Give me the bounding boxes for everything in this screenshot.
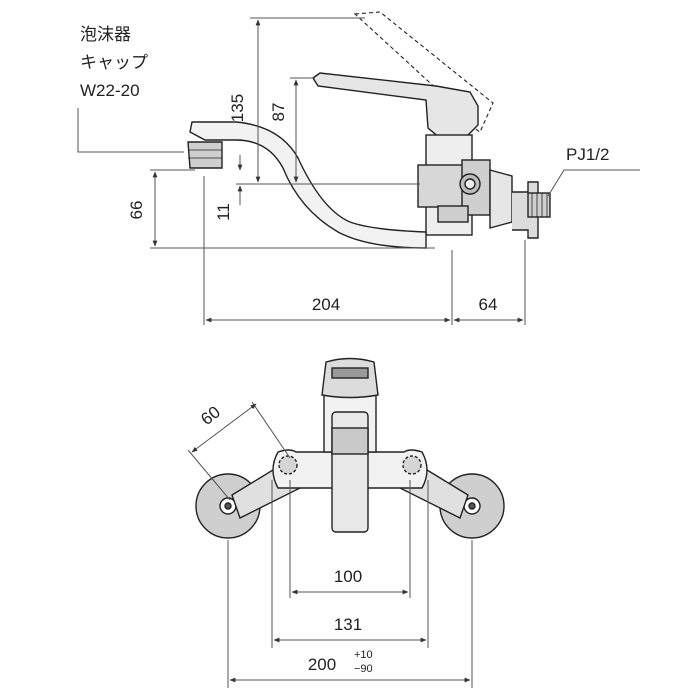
dim-87: 87 [269, 103, 288, 122]
front-dimensions [187, 401, 473, 688]
cap-label-line1: 泡沫器 [80, 25, 131, 44]
front-view [195, 357, 505, 539]
cap-label-line3: W22-20 [80, 81, 140, 100]
aerator [187, 141, 223, 169]
cap-label-line2: キャップ [80, 53, 148, 72]
lever-handle [312, 72, 479, 139]
dim-131: 131 [334, 615, 362, 634]
dim-135: 135 [228, 94, 247, 122]
dim-11: 11 [214, 203, 233, 221]
spout [189, 121, 427, 249]
dim-64: 64 [479, 295, 498, 314]
dim-204: 204 [312, 295, 340, 314]
tolerance-plus: +10 [354, 649, 373, 661]
wall-elbow [489, 169, 513, 229]
dim-60: 60 [197, 402, 224, 429]
dim-100: 100 [334, 567, 362, 586]
side-dimensions [77, 17, 640, 325]
side-view [187, 11, 551, 249]
dim-66: 66 [127, 201, 146, 220]
tolerance-minus: −90 [354, 663, 373, 675]
dim-200: 200 [308, 655, 336, 674]
pipe-thread-label: PJ1/2 [566, 145, 609, 164]
